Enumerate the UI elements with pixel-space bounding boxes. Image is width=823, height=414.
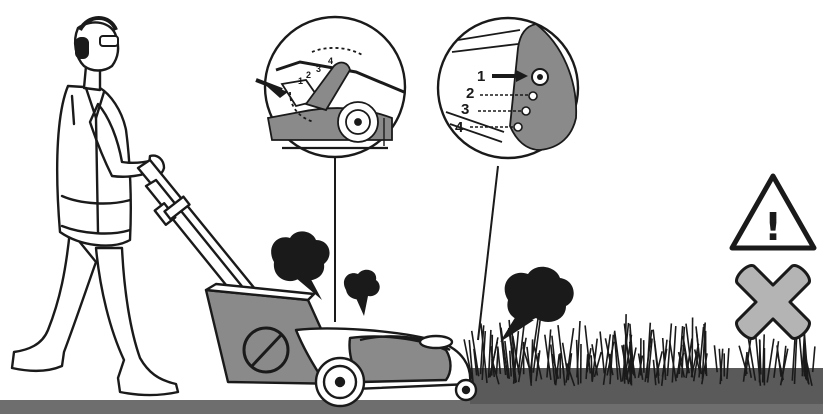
warning-symbol: !	[764, 205, 781, 249]
grass-blade	[567, 353, 573, 381]
grass-blade	[621, 345, 630, 385]
lawn-mower-icon	[204, 282, 478, 408]
grass-blade	[602, 334, 612, 386]
grass-blade	[561, 342, 569, 378]
warning-triangle-icon: !	[729, 173, 817, 251]
grass-blade	[463, 339, 473, 379]
grass-blade	[677, 351, 686, 378]
grass-blade	[666, 323, 673, 377]
grass-blade	[473, 348, 478, 376]
grass-blade	[647, 338, 653, 383]
grass-blade	[550, 344, 556, 385]
grass-blade	[678, 326, 684, 375]
grass-blade	[544, 334, 552, 381]
grass-blade	[804, 353, 813, 386]
person-operator-icon	[10, 21, 180, 397]
grass-blade	[621, 322, 630, 382]
grass-blade	[585, 354, 589, 380]
detail-left-marker-1: 1	[298, 76, 303, 86]
grass-blade	[695, 326, 703, 375]
grass-blade	[701, 353, 708, 385]
detail-right-marker-2: 2	[466, 85, 474, 102]
grass-blade	[529, 317, 539, 373]
grass-blade	[551, 354, 560, 379]
grass-blade	[561, 363, 566, 386]
ear-defender-icon	[75, 16, 119, 59]
grass-blade	[509, 350, 512, 377]
grass-blade	[754, 334, 762, 386]
grass-blade	[584, 325, 592, 374]
grass-blade	[811, 346, 816, 373]
detail-right-marker-3: 3	[461, 101, 469, 118]
grass-blade	[655, 351, 663, 379]
prohibited-cross-icon	[735, 264, 811, 340]
grass-blade	[623, 323, 632, 380]
grass-blade	[747, 337, 757, 381]
grass-blade	[565, 327, 575, 383]
grass-blade	[512, 331, 520, 384]
grass-blade	[609, 334, 615, 385]
grass-blade	[663, 353, 667, 380]
grass-blade	[599, 331, 606, 374]
grass-blade	[681, 326, 686, 378]
grass-blade	[480, 323, 488, 384]
grass-blade	[491, 334, 494, 376]
grass-blade	[487, 329, 492, 378]
grass-blade	[499, 322, 507, 376]
grass-blade	[488, 341, 499, 378]
grass-blade	[479, 325, 485, 375]
callout-leaders	[334, 156, 499, 341]
grass-blade	[766, 338, 775, 383]
grass-blade	[726, 348, 730, 379]
exhaust-cloud-icon	[271, 231, 574, 342]
grass-blade	[495, 348, 499, 375]
grass-blade	[591, 344, 599, 376]
grass-blade	[691, 317, 694, 375]
grass-blade	[742, 351, 748, 382]
detail-right-marker-1: 1	[477, 68, 485, 85]
grass-blade	[703, 323, 708, 377]
grass-blade	[566, 363, 576, 387]
grass-blade	[504, 340, 511, 379]
grass-blade	[646, 322, 652, 379]
grass-blade	[653, 340, 660, 376]
grass-blade	[576, 320, 581, 378]
grass-blade	[698, 326, 705, 378]
grass-blade	[692, 351, 700, 382]
detail-right-positions: 1 2 3 4	[436, 16, 580, 160]
grass-blade	[517, 337, 527, 383]
detail-right-marker-4: 4	[455, 119, 464, 136]
grass-blade	[625, 356, 632, 380]
grass-blade	[802, 353, 810, 385]
grass-blade	[554, 354, 560, 386]
detail-left-marker-4: 4	[328, 56, 333, 66]
grass-blade	[593, 351, 602, 378]
grass-blade	[713, 345, 718, 373]
detail-left-marker-2: 2	[306, 70, 311, 80]
grass-blade	[798, 337, 804, 373]
grass-blade	[719, 348, 724, 385]
detail-left-marker-3: 3	[316, 64, 321, 74]
grass-blade	[781, 345, 787, 382]
grass-blade	[546, 329, 552, 378]
grass-blade	[761, 334, 765, 383]
detail-left-lever: 1 2 3 4	[255, 15, 407, 159]
grass-blade	[628, 341, 637, 379]
grass-blade	[773, 341, 780, 378]
grass-blade	[685, 338, 693, 379]
grass-blade	[535, 350, 541, 382]
grass-blade	[652, 359, 657, 386]
grass-blade	[671, 326, 677, 383]
grass-blade	[613, 330, 622, 382]
grass-blade	[530, 339, 534, 384]
